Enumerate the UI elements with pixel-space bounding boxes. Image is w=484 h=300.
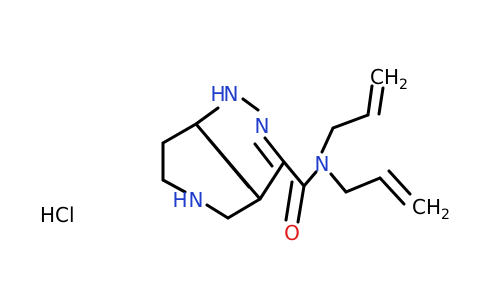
- bond-allyl1-ch2-ch: [331, 113, 370, 130]
- bond-n-allyl2-ch2: [329, 172, 348, 194]
- atom-n-amide: N: [315, 152, 330, 176]
- bond-c4-c3a: [226, 197, 262, 220]
- bond-n2-c3: [263, 136, 286, 164]
- bond-n1-n2: [241, 97, 260, 112]
- bond-n5-c4: [205, 203, 230, 220]
- bond-ccarbonyl-o: [296, 184, 306, 224]
- atom-n5-ring: N: [189, 188, 204, 212]
- atom-n1-pyrazole: N: [224, 82, 239, 106]
- bond-c3-ccarbonyl: [282, 160, 306, 188]
- bond-ccarbonyl-o-double: [284, 180, 294, 222]
- bond-c7a-n1: [194, 106, 220, 126]
- atom-h-pyrazole: H: [210, 82, 225, 106]
- bond-c3-c3a: [258, 160, 286, 201]
- bond-allyl2-ch-ch2-double: [387, 169, 412, 196]
- bond-c6-n5: [161, 178, 187, 194]
- bond-allyl2-ch-ch2: [378, 176, 406, 206]
- bond-c7a-c7: [161, 122, 198, 145]
- bond-c3a-c7a-inner: [205, 135, 251, 189]
- atom-n2-pyrazole: N: [255, 114, 270, 138]
- bond-n2-c3-double: [253, 142, 274, 168]
- atom-ch2-terminal-lower: CH2: [412, 195, 450, 223]
- bond-allyl1-ch-ch2: [366, 84, 374, 117]
- atom-h-ring: H: [172, 188, 187, 212]
- counterion-label: HCl: [40, 203, 75, 227]
- bond-allyl1-ch-ch2-double: [377, 86, 385, 116]
- bond-n-allyl1-ch2: [320, 126, 335, 154]
- atom-o-carbonyl: O: [284, 221, 300, 245]
- bond-ccarbonyl-n: [302, 170, 318, 188]
- bond-allyl2-ch2-ch: [344, 176, 382, 194]
- atom-ch2-terminal-upper: CH2: [370, 65, 408, 93]
